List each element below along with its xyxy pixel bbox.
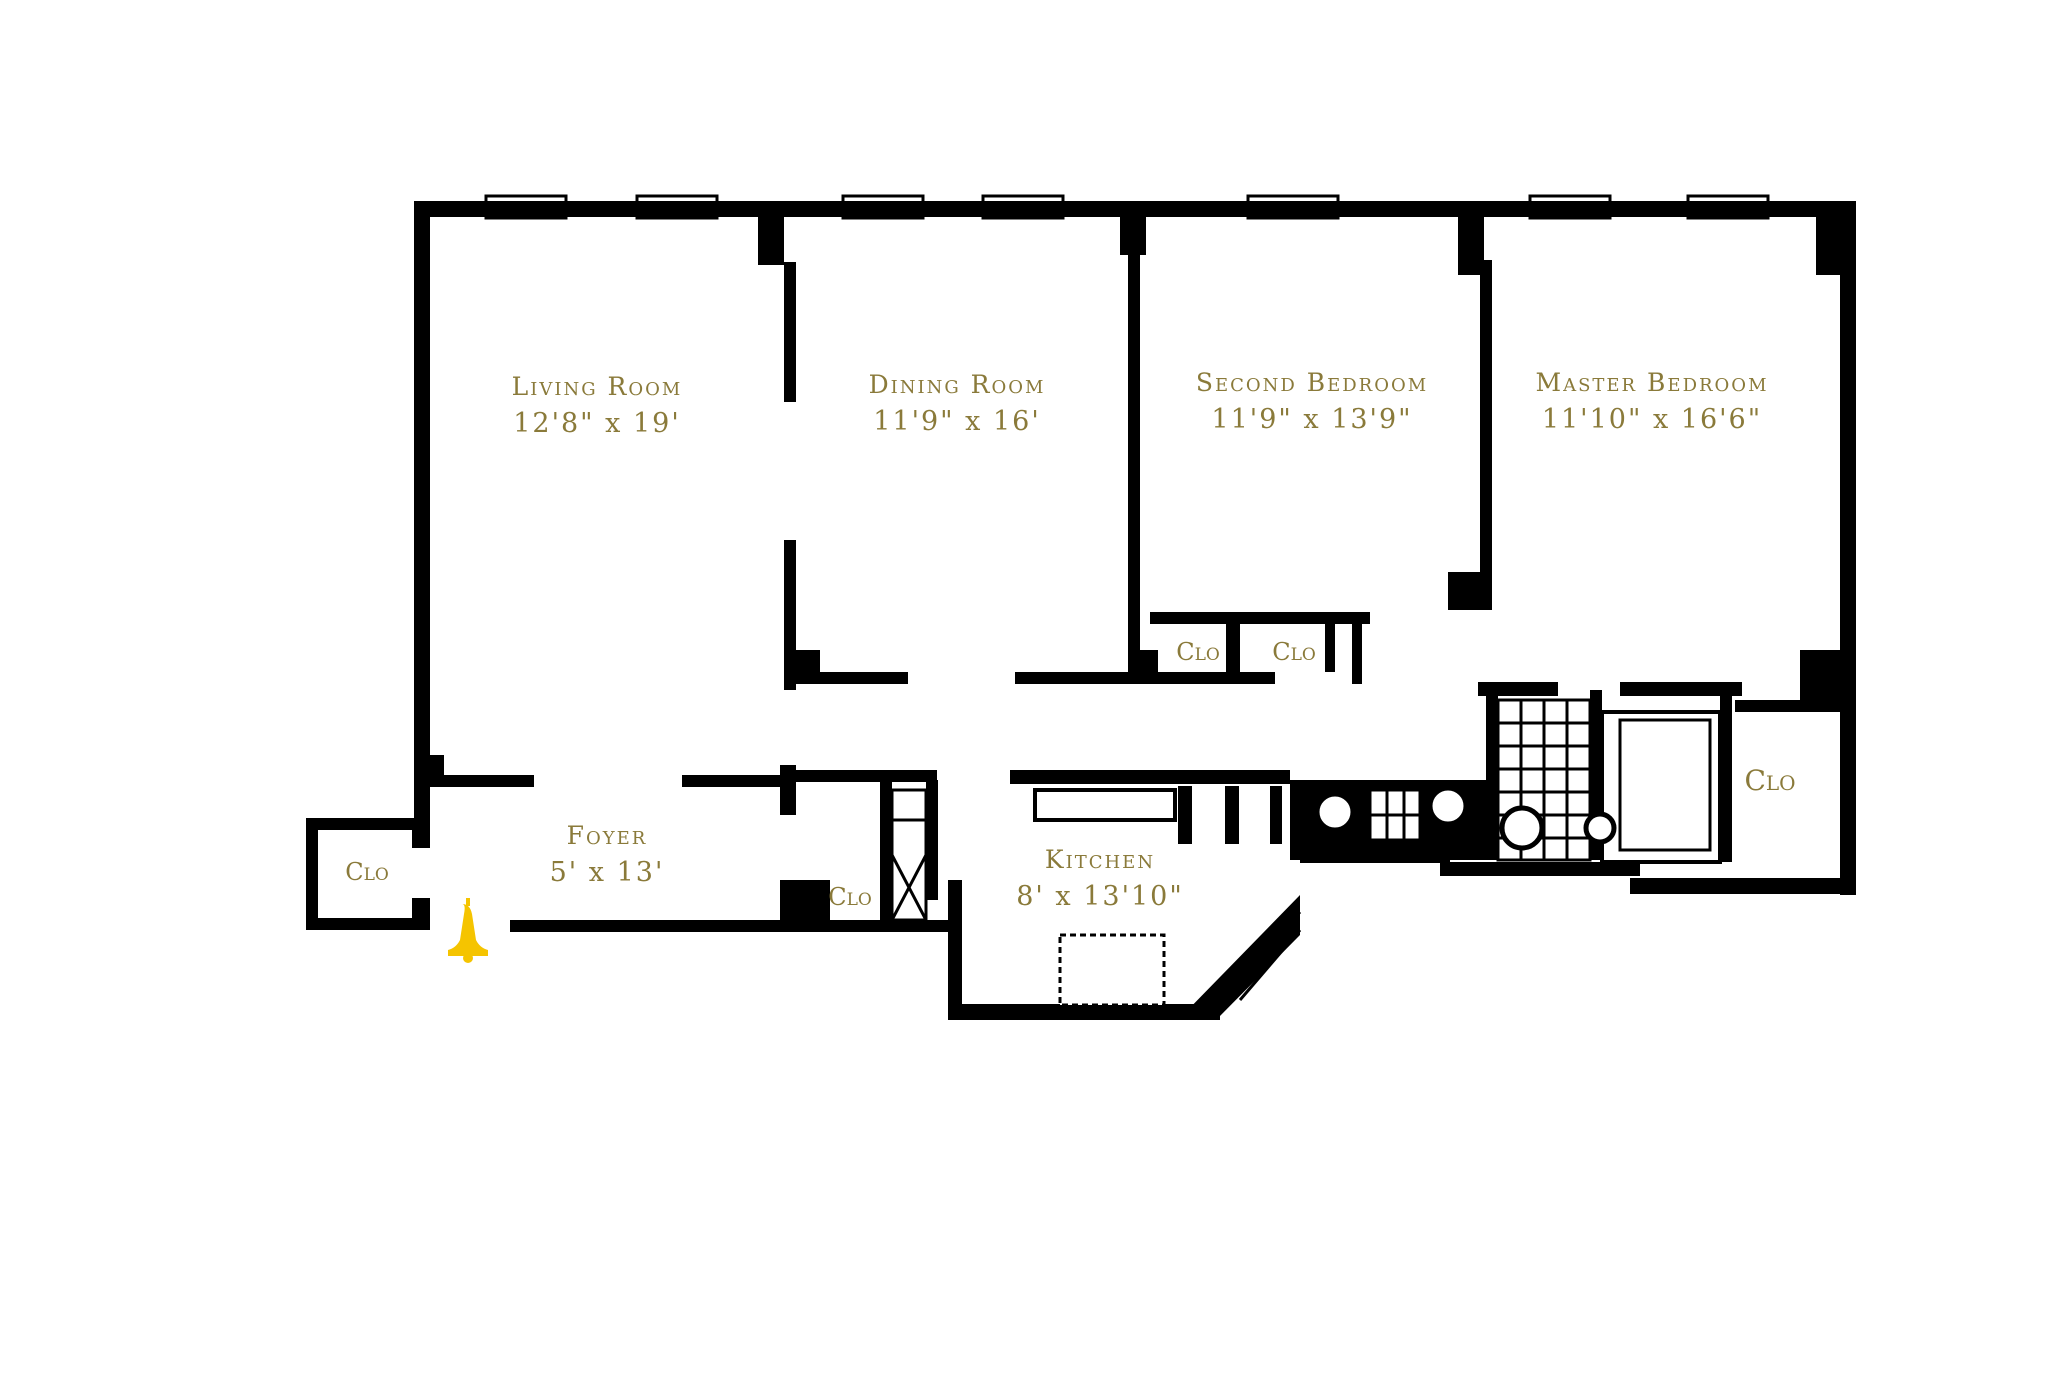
diagonal-counter <box>1223 910 1302 1001</box>
bell-icon <box>448 898 488 963</box>
closet-label: Clo <box>828 883 872 911</box>
living-room-name: Living Room <box>512 372 683 401</box>
sink <box>1314 785 1469 842</box>
kitchen-name: Kitchen <box>1045 845 1155 874</box>
room-labels: Living Room 12'8" x 19' Dining Room 11'9… <box>512 368 1768 912</box>
foyer-dims: 5' x 13' <box>550 857 665 888</box>
master-bedroom-name: Master Bedroom <box>1535 368 1768 397</box>
closet-labels: Clo Clo Clo Clo Clo <box>345 638 1795 911</box>
closet-label: Clo <box>1272 638 1316 666</box>
second-bedroom-name: Second Bedroom <box>1196 368 1428 397</box>
closet-label: Clo <box>345 858 389 886</box>
living-room-dims: 12'8" x 19' <box>513 408 681 439</box>
kitchen-dims: 8' x 13'10" <box>1016 881 1184 912</box>
shelving <box>890 788 928 922</box>
foyer-name: Foyer <box>567 821 648 850</box>
kitchen-appliance <box>1058 933 1166 1007</box>
bath-tub <box>1600 710 1722 864</box>
master-bedroom-dims: 11'10" x 16'6" <box>1542 404 1762 435</box>
closet-label: Clo <box>1176 638 1220 666</box>
closet-label: Clo <box>1744 764 1795 797</box>
second-bedroom-dims: 11'9" x 13'9" <box>1211 404 1412 435</box>
dining-room-dims: 11'9" x 16' <box>873 406 1041 437</box>
toilet <box>1499 805 1617 851</box>
dining-room-name: Dining Room <box>869 370 1046 399</box>
fixtures <box>890 698 1722 1007</box>
